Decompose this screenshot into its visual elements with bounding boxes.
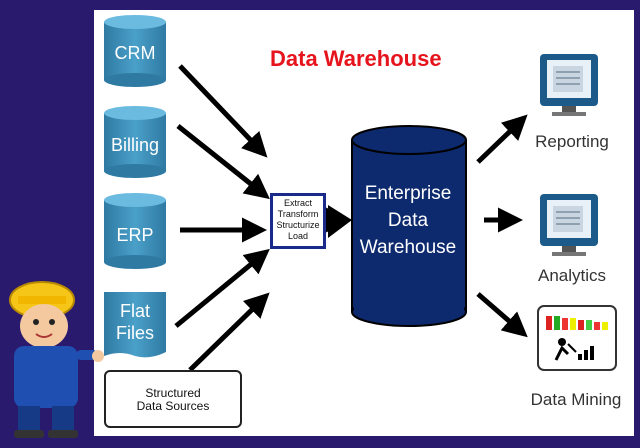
output-label-data-mining: Data Mining bbox=[530, 390, 622, 409]
monitor-icon bbox=[540, 54, 598, 116]
etl-structurize: Structurize bbox=[276, 220, 320, 230]
source-cylinder-crm bbox=[104, 15, 166, 87]
data-mining-icon bbox=[537, 305, 617, 371]
etl-transform: Transform bbox=[277, 209, 319, 219]
diagram-title: Data Warehouse bbox=[270, 46, 442, 71]
source-label-files: Files bbox=[115, 323, 154, 343]
worker-mascot bbox=[9, 281, 104, 438]
structured-line1: Structured bbox=[145, 386, 201, 400]
arrow-structured-etl bbox=[188, 292, 270, 372]
source-label-erp: ERP bbox=[116, 225, 154, 245]
source-label-crm: CRM bbox=[114, 43, 156, 63]
source-cylinder-billing bbox=[104, 106, 166, 178]
warehouse-label: Enterprise Data Warehouse bbox=[352, 180, 464, 261]
arrowhead-into-warehouse bbox=[328, 205, 352, 238]
structured-data-sources-box: Structured Data Sources bbox=[104, 370, 242, 428]
warehouse-line3: Warehouse bbox=[359, 237, 457, 258]
source-label-flat-files: Flat Files bbox=[104, 300, 166, 344]
structured-line2: Data Sources bbox=[136, 399, 210, 413]
arrow-crm-etl bbox=[178, 64, 268, 158]
output-label-reporting: Reporting bbox=[535, 132, 609, 151]
source-cylinder-flat-files bbox=[104, 292, 166, 358]
arrow-warehouse-reporting bbox=[476, 114, 528, 164]
etl-box: Extract Transform Structurize Load bbox=[270, 193, 326, 249]
warehouse-cylinder bbox=[351, 125, 467, 327]
warehouse-line2: Data bbox=[387, 210, 429, 231]
arrow-billing-etl bbox=[176, 124, 270, 200]
source-cylinder-erp bbox=[104, 193, 166, 269]
monitor-icon bbox=[540, 194, 598, 256]
source-label-flat: Flat bbox=[119, 301, 150, 321]
arrow-flat-etl bbox=[174, 248, 270, 328]
warehouse-line1: Enterprise bbox=[364, 183, 452, 204]
output-label-analytics: Analytics bbox=[537, 266, 607, 285]
source-label-billing: Billing bbox=[110, 135, 160, 155]
etl-extract: Extract bbox=[283, 198, 312, 208]
etl-load: Load bbox=[287, 231, 309, 241]
arrow-warehouse-mining bbox=[476, 292, 528, 338]
